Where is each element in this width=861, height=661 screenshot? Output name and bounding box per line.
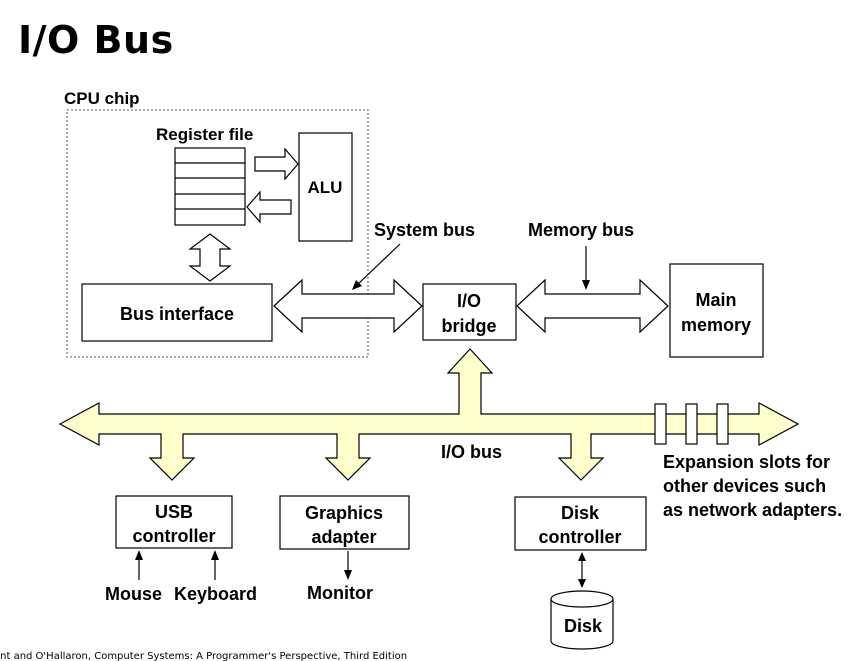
disk-cylinder: [550, 590, 614, 650]
bus-interface-label: Bus interface: [120, 304, 234, 324]
disk-controller-label-line2: controller: [538, 527, 621, 547]
io-bridge-label-line2: bridge: [441, 316, 496, 336]
disk-arrow-head-down: [578, 579, 586, 588]
mouse-arrow-head: [135, 550, 143, 560]
slide-title: I/O Bus: [18, 18, 174, 62]
main-memory-label-line2: memory: [681, 315, 751, 335]
citation-footer: ant and O'Hallaron, Computer Systems: A …: [0, 651, 408, 661]
memory-bus-label: Memory bus: [528, 220, 634, 240]
main-memory-label-line1: Main: [695, 290, 736, 310]
keyboard-label: Keyboard: [174, 584, 257, 604]
register-file-label: Register file: [156, 125, 253, 144]
io-bus-label: I/O bus: [441, 442, 502, 462]
disk-controller-box: [514, 496, 647, 551]
alu-box: [298, 132, 353, 242]
main-memory-box: [669, 263, 764, 358]
mouse-label: Mouse: [105, 584, 162, 604]
disk-arrow-head-up: [578, 552, 586, 561]
usb-controller-label-line2: controller: [132, 526, 215, 546]
system-bus: [273, 278, 423, 334]
alu-to-reg-arrow: [246, 190, 292, 224]
monitor-label: Monitor: [307, 583, 373, 603]
register-file: [174, 147, 246, 226]
graphics-adapter-label-line1: Graphics: [305, 503, 383, 523]
monitor-arrow-head: [344, 570, 352, 580]
system-bus-pointer-head: [352, 280, 362, 290]
disk-controller-label-line1: Disk: [561, 503, 600, 523]
cpu-chip-label: CPU chip: [64, 89, 140, 108]
usb-controller-label-line1: USB: [155, 502, 193, 522]
cpu-chip-boundary: [66, 109, 369, 358]
io-bridge-box: [422, 283, 517, 341]
disk-label: Disk: [564, 616, 603, 636]
regfile-bus-interface-arrow: [188, 233, 232, 282]
graphics-adapter-label-line2: adapter: [311, 527, 376, 547]
usb-controller-box: [115, 495, 233, 549]
reg-to-alu-arrow: [254, 147, 299, 181]
expansion-label-line3: as network adapters.: [663, 500, 842, 520]
system-bus-pointer: [356, 243, 401, 286]
io-bridge-label-line1: I/O: [457, 291, 481, 311]
memory-bus-pointer-head: [582, 280, 590, 290]
expansion-label-line1: Expansion slots for: [663, 452, 830, 472]
keyboard-arrow-head: [211, 550, 219, 560]
bus-interface-box: [81, 283, 273, 342]
graphics-adapter-box: [279, 495, 410, 550]
system-bus-label: System bus: [374, 220, 475, 240]
alu-label: ALU: [308, 178, 343, 197]
memory-bus: [516, 278, 669, 334]
expansion-label-line2: other devices such: [663, 476, 826, 496]
expansion-slots: [654, 403, 729, 445]
io-bus: [58, 348, 800, 481]
